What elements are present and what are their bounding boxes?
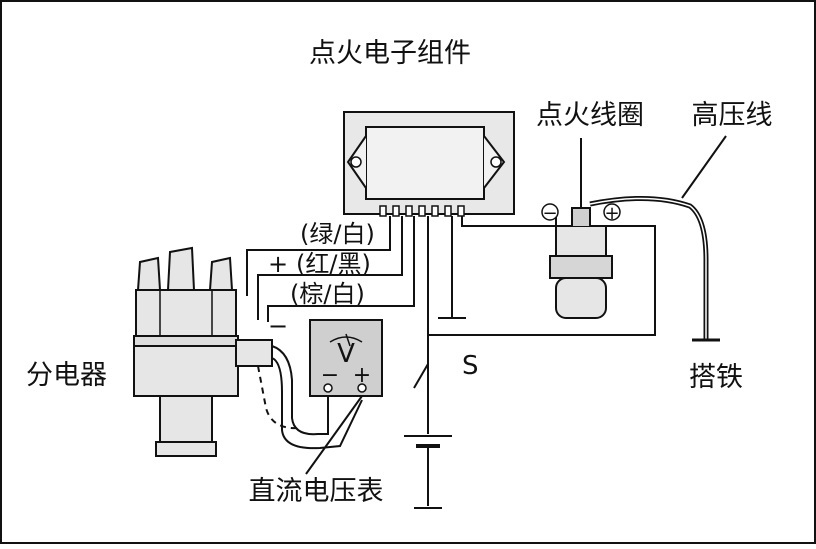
meter-negative-terminal [323,383,333,393]
hv-wire-label: 高压线 [692,100,773,131]
meter-lead-wires [257,345,363,450]
wire-label-green-white: (绿/白) [300,220,375,248]
voltmeter-leader-line [305,395,363,475]
wire-plus-sign: + [268,250,288,278]
hv-wire-leader-line [681,135,727,199]
dc-voltmeter [309,319,383,397]
meter-positive-terminal [357,383,367,393]
ground-label: 搭铁 [689,362,743,393]
coil-positive-terminal [603,203,621,221]
wire-label-brown-white: (棕/白) [290,280,365,308]
module-label: 点火电子组件 [309,38,471,69]
wire-label-red-black: (红/黑) [296,250,371,278]
ignition-switch [413,335,429,434]
switch-label: S [462,351,479,381]
coil-plus-symbol: + [604,203,619,224]
battery [404,435,452,509]
coil-negative-terminal [541,203,559,221]
ignition-coil [541,203,621,319]
voltmeter-symbol: V [337,339,355,369]
wire-minus-sign: − [268,312,288,340]
distributor [133,246,273,457]
meter-minus-label: − [321,363,339,388]
coil-minus-symbol: − [542,203,557,224]
meter-plus-label: + [353,363,371,388]
distributor-label: 分电器 [26,360,107,391]
coil-label: 点火线圈 [536,100,644,131]
voltmeter-label: 直流电压表 [249,476,384,507]
ignition-module [343,111,515,217]
